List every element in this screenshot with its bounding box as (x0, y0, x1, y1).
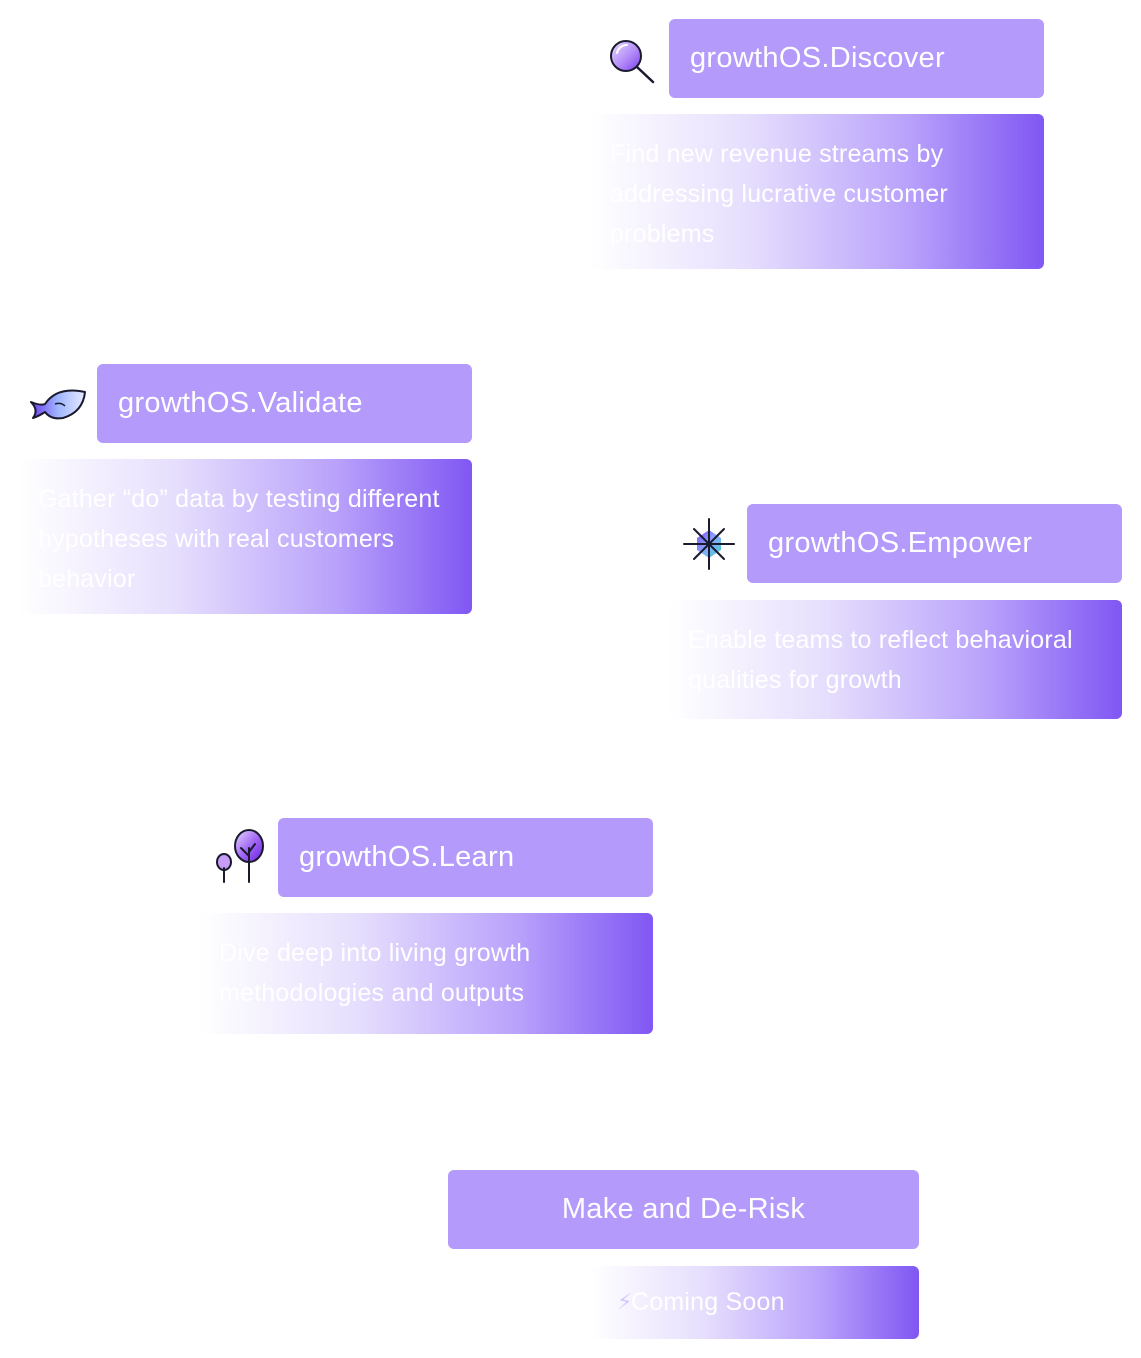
learn-description: Dive deep into living growth methodologi… (199, 913, 653, 1034)
validate-title: growthOS.Validate (97, 364, 472, 443)
discover-description: Find new revenue streams by addressing l… (590, 114, 1044, 269)
spark-icon (681, 516, 737, 572)
bolt-icon: ⚡︎ (617, 1289, 633, 1314)
learn-title: growthOS.Learn (278, 818, 653, 897)
empower-description: Enable teams to reflect behavioral quali… (668, 600, 1122, 719)
coming-soon-badge: ⚡︎Coming Soon (590, 1266, 919, 1339)
empower-title: growthOS.Empower (747, 504, 1122, 583)
trees-icon (213, 826, 267, 884)
fish-icon (27, 382, 89, 426)
coming-soon-label: Coming Soon (631, 1288, 785, 1316)
make-title: Make and De-Risk (448, 1170, 919, 1249)
discover-title: growthOS.Discover (669, 19, 1044, 98)
magnifier-icon (605, 36, 657, 86)
validate-description: Gather “do” data by testing different hy… (18, 459, 472, 614)
